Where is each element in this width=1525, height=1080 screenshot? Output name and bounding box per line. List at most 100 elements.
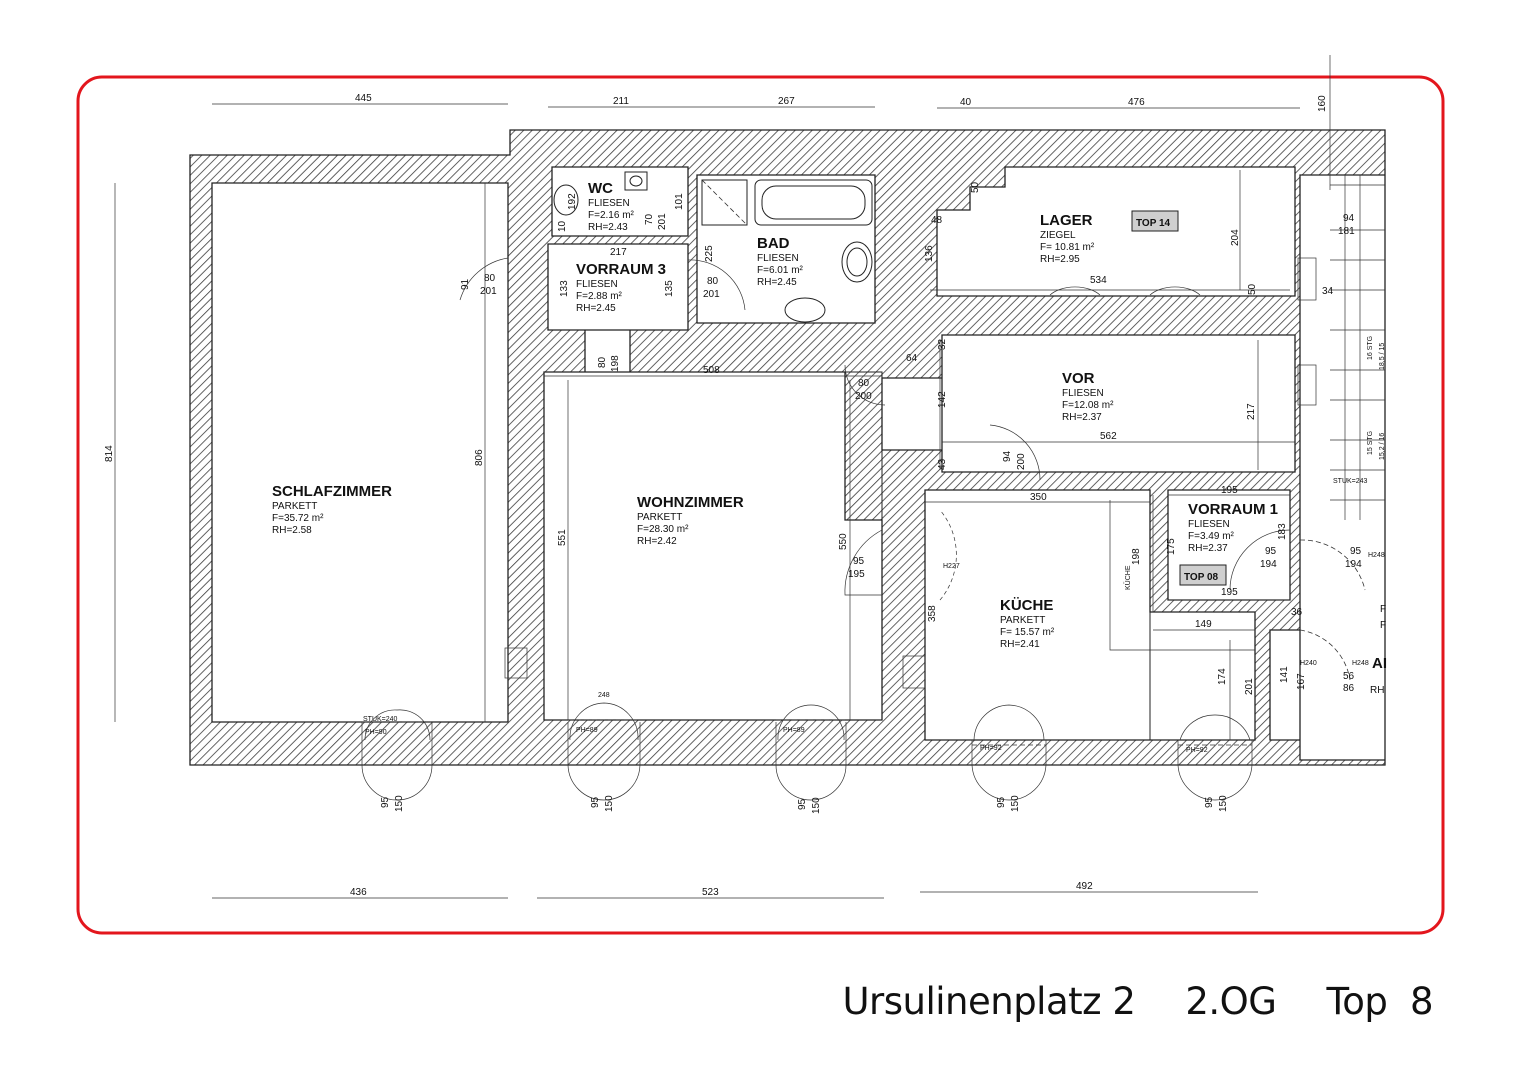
svg-text:194: 194 — [1345, 559, 1362, 570]
svg-text:SCHLAFZIMMER: SCHLAFZIMMER — [272, 483, 392, 500]
svg-text:150: 150 — [394, 795, 405, 812]
svg-text:201: 201 — [703, 289, 720, 300]
svg-text:523: 523 — [702, 887, 719, 898]
svg-text:95: 95 — [797, 798, 808, 810]
svg-text:ZIEGEL: ZIEGEL — [1040, 230, 1076, 241]
svg-text:150: 150 — [1010, 795, 1021, 812]
svg-text:34: 34 — [1322, 286, 1334, 297]
svg-text:PH=92: PH=92 — [980, 745, 1002, 752]
svg-text:TOP 08: TOP 08 — [1184, 572, 1219, 583]
svg-text:95: 95 — [853, 556, 865, 567]
tag-top08: TOP 08 — [1179, 564, 1227, 586]
svg-text:141: 141 — [1279, 666, 1290, 683]
svg-text:267: 267 — [778, 96, 795, 107]
svg-text:10: 10 — [557, 220, 568, 232]
svg-text:RH=2.37: RH=2.37 — [1062, 412, 1102, 423]
svg-text:445: 445 — [355, 93, 372, 104]
svg-text:RH=2.45: RH=2.45 — [576, 303, 616, 314]
svg-text:167: 167 — [1296, 673, 1307, 690]
svg-text:WC: WC — [588, 180, 613, 197]
svg-text:FLIESEN: FLIESEN — [757, 253, 799, 264]
svg-text:200: 200 — [1016, 453, 1027, 470]
svg-text:80: 80 — [858, 378, 870, 389]
tag-top14: TOP 14 — [1131, 210, 1179, 232]
svg-text:STUK=243: STUK=243 — [1333, 478, 1368, 485]
svg-text:15 STG: 15 STG — [1367, 431, 1374, 455]
svg-text:F=12.08 m²: F=12.08 m² — [1062, 400, 1114, 411]
svg-text:KÜCHE: KÜCHE — [1124, 565, 1132, 590]
svg-text:135: 135 — [664, 280, 675, 297]
svg-text:LAGER: LAGER — [1040, 212, 1093, 229]
unit-label: Top 8 — [1326, 980, 1433, 1023]
room-kueche: KÜCHE PARKETT F= 15.57 m² RH=2.41 — [1000, 597, 1055, 650]
svg-text:95: 95 — [590, 796, 601, 808]
svg-text:F: F — [1380, 620, 1386, 631]
small-annotations: 16 STG 15 STG 18,5 / 15 15,2 / 16 STUK=2… — [363, 336, 1387, 754]
svg-text:86: 86 — [1343, 683, 1355, 694]
svg-text:50: 50 — [1247, 283, 1258, 295]
svg-text:43: 43 — [937, 458, 948, 470]
svg-text:562: 562 — [1100, 431, 1117, 442]
svg-text:160: 160 — [1317, 95, 1328, 112]
svg-text:95: 95 — [1350, 546, 1362, 557]
svg-text:217: 217 — [1246, 403, 1257, 420]
svg-text:RH=2.43: RH=2.43 — [588, 222, 628, 233]
svg-text:F=28.30 m²: F=28.30 m² — [637, 524, 689, 535]
room-vorraum1: VORRAUM 1 FLIESEN F=3.49 m² RH=2.37 — [1188, 501, 1278, 554]
svg-text:198: 198 — [1131, 548, 1142, 565]
svg-text:STUK=240: STUK=240 — [363, 716, 398, 723]
svg-text:RH: RH — [1370, 685, 1384, 696]
windows — [361, 702, 1253, 801]
svg-text:PARKETT: PARKETT — [272, 501, 317, 512]
address-label: Ursulinenplatz 2 — [842, 980, 1136, 1023]
svg-text:195: 195 — [1221, 587, 1238, 598]
svg-text:36: 36 — [1291, 607, 1303, 618]
room-wohnzimmer: WOHNZIMMER PARKETT F=28.30 m² RH=2.42 — [637, 494, 744, 547]
svg-text:150: 150 — [604, 795, 615, 812]
svg-text:PARKETT: PARKETT — [637, 512, 682, 523]
svg-text:195: 195 — [1221, 485, 1238, 496]
svg-text:56: 56 — [1343, 671, 1355, 682]
svg-text:350: 350 — [1030, 492, 1047, 503]
plan-caption: Ursulinenplatz 2 2.OG Top 8 — [842, 980, 1433, 1040]
svg-text:TOP 14: TOP 14 — [1136, 218, 1171, 229]
room-vorraum3: VORRAUM 3 FLIESEN F=2.88 m² RH=2.45 — [576, 261, 666, 314]
svg-text:16 STG: 16 STG — [1367, 336, 1374, 360]
svg-text:217: 217 — [610, 247, 627, 258]
room-vorraum2: VOR FLIESEN F=12.08 m² RH=2.37 — [1062, 370, 1114, 423]
svg-text:198: 198 — [610, 355, 621, 372]
svg-text:FLIESEN: FLIESEN — [588, 198, 630, 209]
svg-text:814: 814 — [104, 445, 115, 462]
svg-text:18,5 / 15: 18,5 / 15 — [1379, 343, 1386, 370]
svg-text:94: 94 — [1343, 213, 1355, 224]
svg-text:175: 175 — [1166, 538, 1177, 555]
svg-text:80: 80 — [597, 356, 608, 368]
svg-text:BAD: BAD — [757, 235, 790, 252]
svg-text:91: 91 — [460, 278, 471, 290]
svg-text:201: 201 — [1244, 678, 1255, 695]
svg-text:VORRAUM 3: VORRAUM 3 — [576, 261, 666, 278]
dimension-labels: 445 211 267 40 476 436 523 492 508 534 5… — [350, 93, 1362, 898]
room-bad: BAD FLIESEN F=6.01 m² RH=2.45 — [757, 235, 804, 288]
svg-text:200: 200 — [855, 391, 872, 402]
svg-text:F=6.01 m²: F=6.01 m² — [757, 265, 804, 276]
svg-text:32: 32 — [937, 338, 948, 350]
svg-text:136: 136 — [924, 245, 935, 262]
svg-text:FLIESEN: FLIESEN — [1062, 388, 1104, 399]
svg-text:204: 204 — [1230, 229, 1241, 246]
svg-text:95: 95 — [1204, 796, 1215, 808]
svg-text:RH=2.37: RH=2.37 — [1188, 543, 1228, 554]
svg-text:VORRAUM 1: VORRAUM 1 — [1188, 501, 1278, 518]
svg-text:150: 150 — [811, 797, 822, 814]
svg-text:195: 195 — [848, 569, 865, 580]
svg-text:133: 133 — [559, 280, 570, 297]
svg-text:436: 436 — [350, 887, 367, 898]
svg-text:201: 201 — [480, 286, 497, 297]
svg-text:F: F — [1380, 604, 1386, 615]
svg-text:RH=2.42: RH=2.42 — [637, 536, 677, 547]
svg-text:RH=2.45: RH=2.45 — [757, 277, 797, 288]
svg-text:101: 101 — [674, 193, 685, 210]
svg-text:476: 476 — [1128, 97, 1145, 108]
plan-frame — [76, 75, 1445, 935]
